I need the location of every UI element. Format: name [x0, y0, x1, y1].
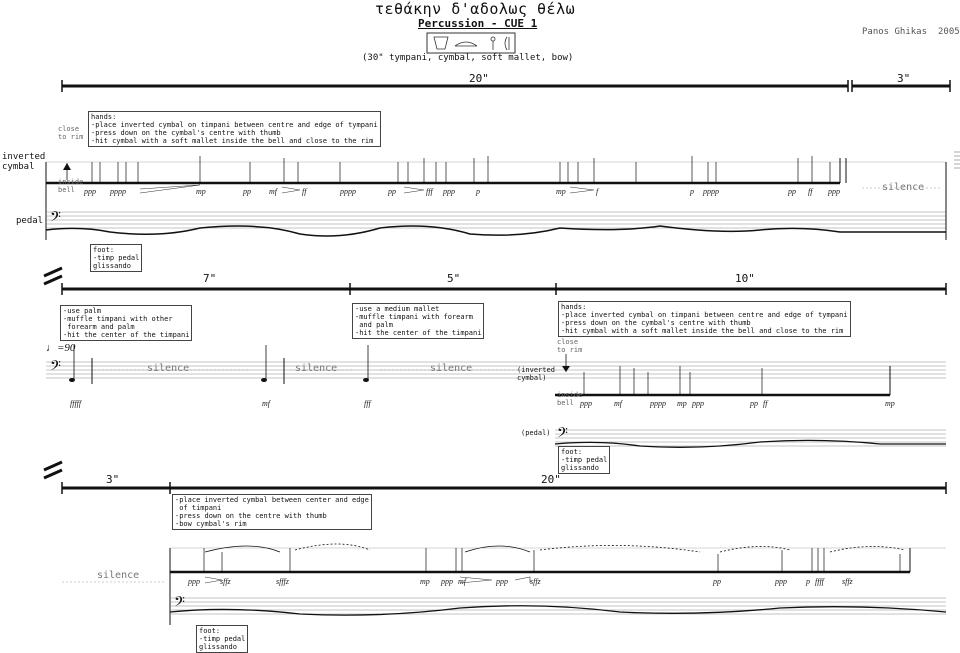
dynamic-mark: f — [596, 187, 599, 196]
pedal-label-2: (pedal) — [521, 429, 551, 437]
hands-instruction-box-2: hands: -place inverted cymbal on timpani… — [558, 301, 851, 337]
dynamic-mark: ff — [302, 187, 307, 196]
dynamic-mark: ppp — [580, 399, 592, 408]
inverted-cymbal-note: (inverted cymbal) — [517, 366, 555, 382]
dynamic-mark: mp — [420, 577, 430, 586]
time-marker-10s: 10" — [735, 272, 755, 285]
section-separator-1 — [43, 266, 63, 286]
time-marker-3s: 3" — [897, 72, 911, 85]
system-1-hairpins — [139, 184, 595, 194]
dynamic-mark: mp — [677, 399, 687, 408]
dynamic-mark: mp — [885, 399, 895, 408]
dynamic-mark: sffz — [530, 577, 541, 586]
dynamic-mark: sffz — [220, 577, 231, 586]
bass-clef-icon: 𝄢 — [50, 209, 61, 228]
time-marker-20s: 20" — [541, 473, 561, 486]
dynamic-mark: fff — [364, 399, 371, 408]
dynamic-mark: ppp — [443, 187, 455, 196]
silence-marker: silence — [882, 182, 925, 193]
inside-bell-label: inside bell — [58, 178, 84, 194]
dynamic-mark: mp — [196, 187, 206, 196]
system-3-hairpins — [204, 576, 531, 584]
dynamic-mark: mp — [556, 187, 566, 196]
instrument-icons — [426, 32, 516, 54]
foot-instruction-box: foot: -timp pedal glissando — [90, 244, 143, 272]
dynamic-mark: ppp — [692, 399, 704, 408]
dynamic-mark: ppp — [828, 187, 840, 196]
inverted-cymbal-label: inverted cymbal — [2, 152, 46, 172]
time-marker-20s: 20" — [469, 72, 489, 85]
dynamic-mark: ppp — [496, 577, 508, 586]
close-to-rim-label: close to rim — [557, 338, 583, 354]
dynamic-mark: pp — [750, 399, 758, 408]
bass-clef-icon: 𝄢 — [557, 425, 568, 444]
dynamic-mark: sfffz — [276, 577, 289, 586]
bass-clef-icon: 𝄢 — [50, 358, 61, 377]
dynamic-mark: ppp — [84, 187, 96, 196]
close-to-rim-label: close to rim — [58, 125, 84, 141]
pedal-label: pedal — [16, 216, 44, 226]
inside-bell-label: inside bell — [557, 391, 583, 407]
silence-marker: silence — [295, 363, 338, 374]
silence-marker: silence — [97, 570, 140, 581]
instrument-list: (30" tympani, cymbal, soft mallet, bow) — [362, 53, 574, 63]
time-marker-3s: 3" — [106, 473, 120, 486]
system-2-timeline — [61, 283, 947, 295]
tempo-marking: ♩=90 — [46, 342, 76, 354]
system-2-stems — [583, 366, 763, 395]
dynamic-mark: mf — [458, 577, 466, 586]
dynamic-mark: pppp — [110, 187, 126, 196]
dynamic-mark: pp — [713, 577, 721, 586]
system-1-timeline — [61, 80, 951, 92]
dynamic-mark: ff — [763, 399, 768, 408]
score-subtitle: Percussion - CUE 1 — [418, 17, 538, 30]
system-3-stems — [203, 548, 901, 572]
dynamic-mark: pppp — [650, 399, 666, 408]
medium-mallet-instruction-box: -use a medium mallet -muffle timpani wit… — [352, 303, 485, 339]
dynamic-mark: sffz — [842, 577, 853, 586]
dynamic-mark: pp — [243, 187, 251, 196]
dynamic-mark: ppp — [441, 577, 453, 586]
dynamic-mark: pp — [788, 187, 796, 196]
foot-instruction-box-3: foot: -timp pedal glissando — [196, 625, 249, 653]
dynamic-mark: mf — [269, 187, 277, 196]
composition-year: 2005 — [938, 27, 960, 37]
composer-name: Panos Ghikas — [862, 27, 928, 37]
bow-instruction-box: -place inverted cymbal between center an… — [172, 494, 372, 530]
dynamic-mark: pp — [388, 187, 396, 196]
foot-instruction-box-2: foot: -timp pedal glissando — [558, 446, 611, 474]
dynamic-mark: p — [806, 577, 810, 586]
system-3-staff — [62, 543, 947, 625]
score-title: τεθάκην δ'αδολως θέλω — [375, 0, 576, 18]
system-1-staff — [45, 151, 960, 240]
dynamic-mark: ff — [808, 187, 813, 196]
silence-marker: silence — [147, 363, 190, 374]
time-marker-5s: 5" — [447, 272, 461, 285]
dynamic-mark: pppp — [703, 187, 719, 196]
dynamic-mark: ppp — [775, 577, 787, 586]
system-2-staff — [46, 345, 946, 448]
dynamic-mark: fff — [426, 187, 433, 196]
section-separator-2 — [43, 460, 63, 480]
dynamic-mark: mf — [614, 399, 622, 408]
dynamic-mark: ffff — [815, 577, 824, 586]
palm-instruction-box: -use palm -muffle timpani with other for… — [60, 305, 193, 341]
system-3-timeline — [61, 482, 947, 494]
dynamic-mark: p — [476, 187, 480, 196]
time-marker-7s: 7" — [203, 272, 217, 285]
dynamic-mark: mf — [262, 399, 270, 408]
dynamic-mark: ppp — [188, 577, 200, 586]
dynamic-mark: pppp — [340, 187, 356, 196]
dynamic-mark: p — [690, 187, 694, 196]
bass-clef-icon: 𝄢 — [174, 594, 185, 613]
hands-instruction-box: hands: -place inverted cymbal on timpani… — [88, 111, 381, 147]
dynamic-mark: fffff — [70, 399, 82, 408]
silence-marker: silence — [430, 363, 473, 374]
system-1-stems — [91, 156, 831, 183]
